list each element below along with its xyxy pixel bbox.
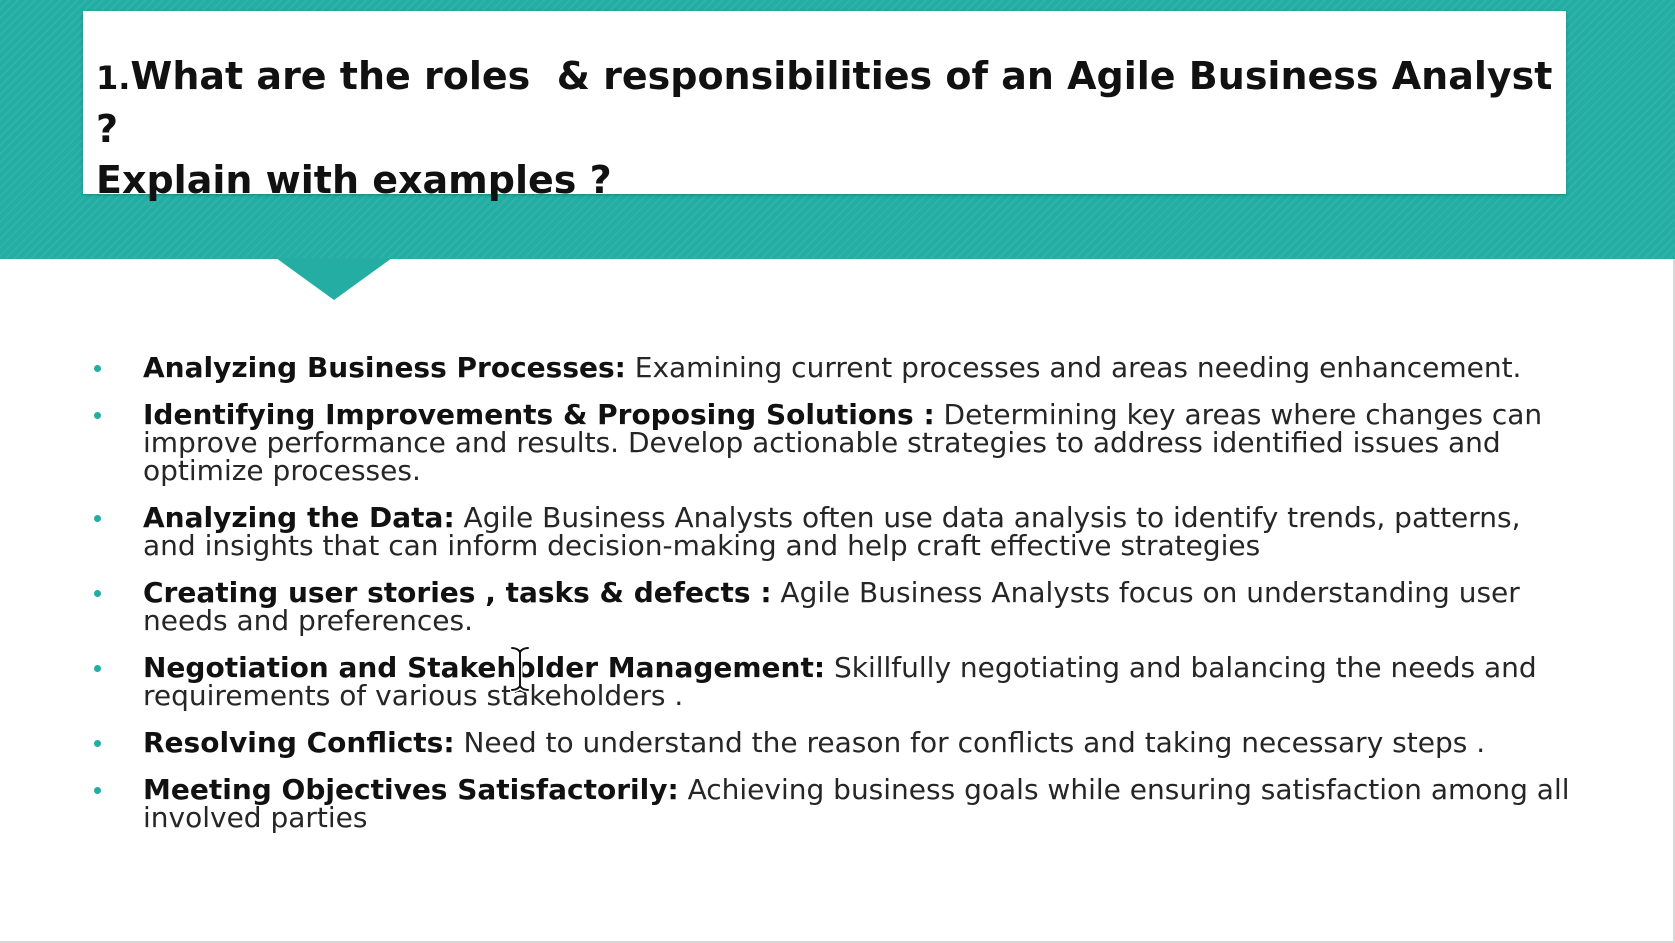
bullet-heading: Meeting Objectives Satisfactorily: — [143, 773, 679, 806]
bullet-text: Determining key areas where changes can … — [143, 398, 1543, 487]
list-item: Analyzing Business Processes: Examining … — [94, 354, 1574, 382]
bullet-heading: Resolving Conflicts: — [143, 726, 455, 759]
bullet-text: Examining current processes and areas ne… — [625, 351, 1522, 384]
title-text: What are the roles & responsibilities of… — [96, 54, 1553, 202]
title-box: 1.What are the roles & responsibilities … — [83, 11, 1566, 202]
bullet-list: Analyzing Business Processes: Examining … — [94, 354, 1574, 851]
bullet-heading: Analyzing Business Processes: — [143, 351, 626, 384]
bullet-text: Agile Business Analysts often use data a… — [143, 501, 1521, 562]
bullet-heading: Identifying Improvements & Proposing Sol… — [143, 398, 935, 431]
list-item: Negotiation and Stakeholder Management: … — [94, 654, 1574, 710]
title-number: 1. — [96, 59, 131, 97]
list-item: Analyzing the Data: Agile Business Analy… — [94, 504, 1574, 560]
bullet-dot-icon — [94, 787, 101, 794]
bullet-dot-icon — [94, 365, 101, 372]
bullet-text: Skillfully negotiating and balancing the… — [143, 651, 1537, 712]
bullet-dot-icon — [94, 412, 101, 419]
text-cursor-icon — [510, 645, 530, 693]
bullet-text: Agile Business Analysts focus on underst… — [143, 576, 1520, 637]
bullet-heading: Negotiation and Stakeholder Management: — [143, 651, 826, 684]
bullet-dot-icon — [94, 665, 101, 672]
slide-title: 1.What are the roles & responsibilities … — [96, 51, 1566, 206]
bullet-dot-icon — [94, 740, 101, 747]
bullet-dot-icon — [94, 515, 101, 522]
bullet-heading: Creating user stories , tasks & defects … — [143, 576, 772, 609]
list-item: Creating user stories , tasks & defects … — [94, 579, 1574, 635]
bullet-dot-icon — [94, 590, 101, 597]
list-item: Identifying Improvements & Proposing Sol… — [94, 401, 1574, 485]
bullet-text: Need to understand the reason for confli… — [454, 726, 1486, 759]
bullet-heading: Analyzing the Data: — [143, 501, 455, 534]
list-item: Resolving Conflicts: Need to understand … — [94, 729, 1574, 757]
bullet-text: Achieving business goals while ensuring … — [143, 773, 1570, 834]
banner-pointer — [276, 258, 392, 300]
list-item: Meeting Objectives Satisfactorily: Achie… — [94, 776, 1574, 832]
